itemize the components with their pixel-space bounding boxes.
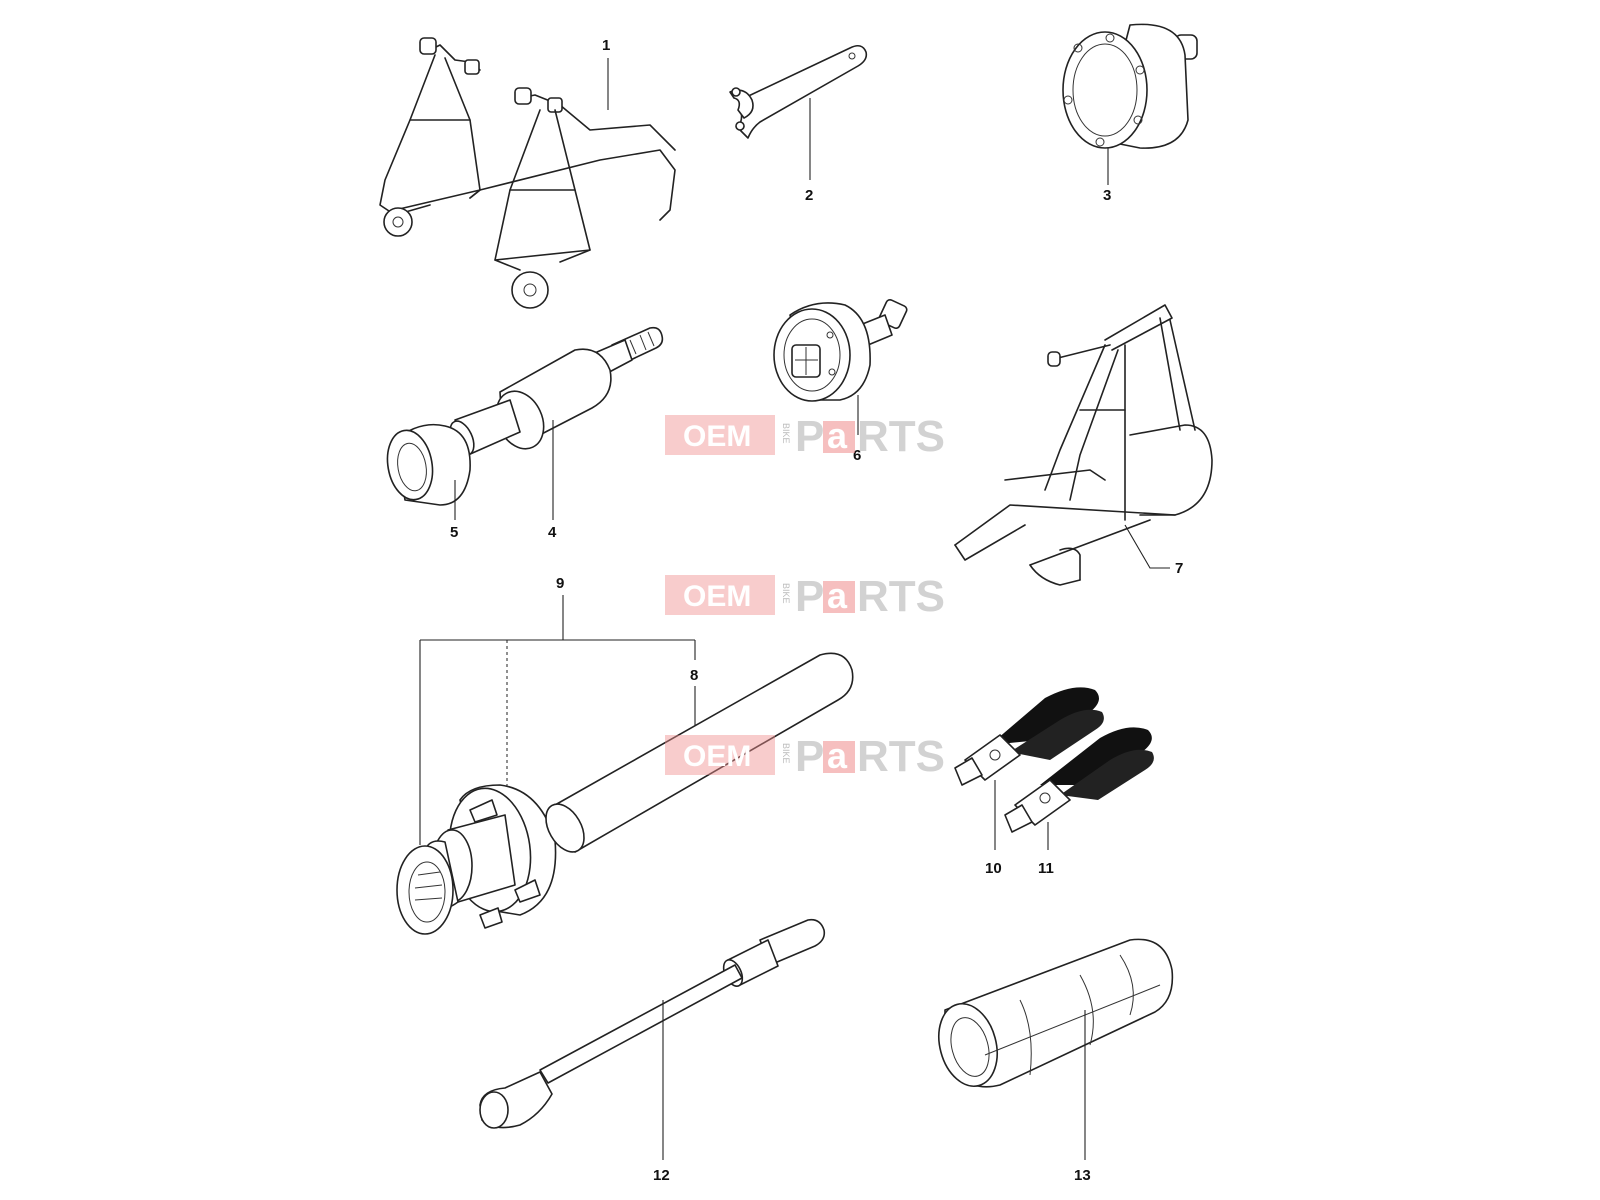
part-label-13: 13 — [1074, 1167, 1091, 1184]
watermark-2: OEM BIKE P a RTS — [665, 572, 945, 621]
svg-text:OEM: OEM — [683, 740, 751, 773]
part-label-10: 10 — [985, 860, 1002, 877]
svg-text:P: P — [795, 732, 824, 781]
watermark-1: OEM BIKE P a RTS — [665, 412, 945, 461]
part-label-12: 12 — [653, 1167, 670, 1184]
part-5-bush-ring: 5 — [386, 423, 471, 541]
part-label-4: 4 — [548, 524, 557, 541]
part-8-drift-tube: 8 — [545, 652, 854, 853]
svg-text:RTS: RTS — [857, 732, 945, 781]
part-label-8: 8 — [690, 667, 698, 684]
svg-text:RTS: RTS — [857, 572, 945, 621]
part-6-extractor: 6 — [773, 298, 908, 464]
svg-text:P: P — [795, 412, 824, 461]
part-7-paddock-stand-rear: 7 — [954, 304, 1213, 586]
svg-text:BIKE: BIKE — [781, 743, 791, 764]
svg-text:a: a — [827, 735, 848, 776]
part-9-hub-tool-kit: 9 — [396, 575, 696, 935]
part-label-3: 3 — [1103, 187, 1111, 204]
watermark-3: OEM BIKE P a RTS — [665, 732, 945, 781]
part-label-1: 1 — [602, 37, 610, 54]
part-4-puller-body: 4 — [449, 326, 664, 541]
svg-text:BIKE: BIKE — [781, 423, 791, 444]
svg-text:BIKE: BIKE — [781, 583, 791, 604]
part-label-5: 5 — [450, 524, 458, 541]
part-label-11: 11 — [1038, 860, 1054, 877]
part-label-6: 6 — [853, 447, 861, 464]
part-1-paddock-stand-front: 1 — [379, 37, 676, 309]
part-3-flywheel-holder: 3 — [1062, 23, 1198, 204]
part-13-split-sleeve: 13 — [938, 938, 1174, 1184]
part-label-7: 7 — [1175, 560, 1183, 577]
svg-text:OEM: OEM — [683, 580, 751, 613]
part-2-pin-spanner: 2 — [729, 44, 868, 204]
part-12-drift-rod: 12 — [479, 918, 826, 1184]
part-label-2: 2 — [805, 187, 813, 204]
svg-text:P: P — [795, 572, 824, 621]
svg-text:OEM: OEM — [683, 420, 751, 453]
svg-text:a: a — [827, 575, 848, 616]
part-10-clamp-pliers: 10 — [954, 687, 1104, 877]
svg-text:a: a — [827, 415, 848, 456]
part-label-9: 9 — [556, 575, 564, 592]
svg-text:RTS: RTS — [857, 412, 945, 461]
part-11-clamp-pliers: 11 — [1004, 727, 1154, 877]
